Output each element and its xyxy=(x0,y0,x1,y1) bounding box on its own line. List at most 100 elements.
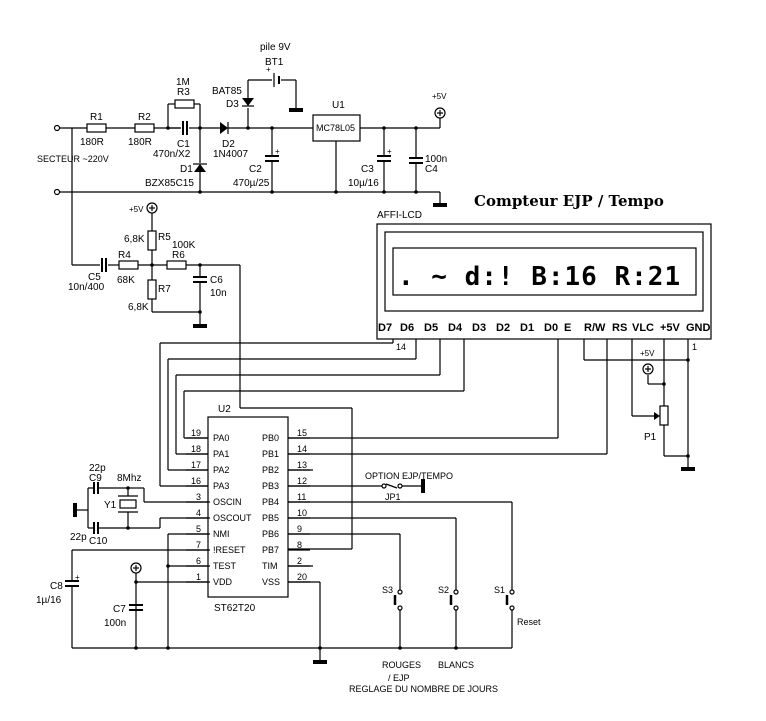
c7-ref: C7 xyxy=(113,604,126,615)
switch-s3[interactable] xyxy=(393,589,403,648)
u2-pin-name: TEST xyxy=(213,561,237,571)
power-supply-section: SECTEUR ~220V R1 180R R2 180R 1M R3 C1 4… xyxy=(37,42,447,265)
lcd-pin-label: D3 xyxy=(472,322,486,334)
c1-ref: C1 xyxy=(177,139,190,150)
c2-ref: C2 xyxy=(249,164,262,175)
d3-value: BAT85 xyxy=(212,86,242,97)
svg-text:+: + xyxy=(75,573,80,582)
u2-pin-number: 17 xyxy=(191,460,201,470)
resistor-r1 xyxy=(86,123,107,133)
r4-ref: R4 xyxy=(118,250,131,261)
r1-value: 180R xyxy=(80,137,104,148)
resistor-r6 xyxy=(166,260,187,270)
resistor-r4 xyxy=(118,260,139,270)
r3-ref: R3 xyxy=(177,87,190,98)
switches-caption: REGLAGE DU NOMBRE DE JOURS xyxy=(349,684,498,694)
u2-pin-number: 2 xyxy=(297,556,302,566)
u2-pin-name: !RESET xyxy=(213,545,246,555)
r2-ref: R2 xyxy=(138,112,151,123)
u2-pin-number: 15 xyxy=(297,428,307,438)
lcd-pin-label: D2 xyxy=(496,322,510,334)
r3-value: 1M xyxy=(176,77,190,88)
battery-ref: BT1 xyxy=(265,57,284,68)
s3-ref: S3 xyxy=(382,585,393,595)
potentiometer-p1 xyxy=(659,405,669,426)
s1-label: Reset xyxy=(517,617,541,627)
c6-value: 10n xyxy=(210,288,227,299)
oscillator-section: 8Mhz Y1 22p C9 22p C10 xyxy=(70,463,210,547)
vcc-label-lcd: +5V xyxy=(640,349,655,358)
c1-value: 470n/X2 xyxy=(153,149,191,160)
c5-value: 10n/400 xyxy=(68,282,105,293)
u2-pin-name: OSCOUT xyxy=(213,513,252,523)
u2-pin-name: PA3 xyxy=(213,481,229,491)
lcd-pin-label: GND xyxy=(686,322,711,334)
u2-pin-number: 8 xyxy=(297,540,302,550)
u2-pin-name: PB7 xyxy=(262,545,279,555)
r7-ref: R7 xyxy=(158,284,171,295)
jumper-jp1[interactable] xyxy=(381,483,387,489)
diode-d2 xyxy=(220,122,228,134)
mains-label: SECTEUR ~220V xyxy=(37,154,109,164)
p1-ref: P1 xyxy=(644,432,657,443)
s3-label-2: / EJP xyxy=(388,673,410,683)
switch-s2[interactable] xyxy=(449,589,459,648)
battery-name: pile 9V xyxy=(260,42,291,53)
svg-text:+: + xyxy=(266,65,271,74)
lcd-glass xyxy=(392,247,697,296)
c7-value: 100n xyxy=(104,618,126,629)
regulator-u1 xyxy=(312,114,361,142)
schematic-title: Compteur EJP / Tempo xyxy=(474,192,664,210)
lcd-pin-label: +5V xyxy=(660,322,681,334)
svg-text:+: + xyxy=(387,147,392,156)
c3-ref: C3 xyxy=(361,164,374,175)
d1-value: BZX85C15 xyxy=(145,178,194,189)
u2-pin-number: 5 xyxy=(196,524,201,534)
c5-ref: C5 xyxy=(88,272,101,283)
lcd-pin-label: E xyxy=(564,322,571,334)
u2-pin-number: 4 xyxy=(196,508,201,518)
u2-pin-number: 7 xyxy=(196,540,201,550)
s2-ref: S2 xyxy=(438,585,449,595)
r7-value: 6,8K xyxy=(128,302,149,313)
u2-pin-number: 9 xyxy=(297,524,302,534)
lcd-pin-label: R/W xyxy=(584,322,606,334)
u2-pin-name: PA1 xyxy=(213,449,229,459)
u2-pin-name: PA2 xyxy=(213,465,229,475)
u2-pin-name: PB0 xyxy=(262,433,279,443)
r5-value: 6,8K xyxy=(124,234,145,245)
r6-value: 100K xyxy=(172,240,196,251)
u2-pin-number: 6 xyxy=(196,556,201,566)
lcd-pin-label: RS xyxy=(612,322,627,334)
u2-pin-number: 19 xyxy=(191,428,201,438)
s1-ref: S1 xyxy=(494,585,505,595)
c2-value: 470µ/25 xyxy=(233,178,270,189)
mains-terminal-bottom xyxy=(53,188,61,196)
u2-pin-name: PA0 xyxy=(213,433,229,443)
jp1-ref: JP1 xyxy=(385,492,401,502)
c9-value: 22p xyxy=(89,463,106,474)
u2-pin-number: 12 xyxy=(297,476,307,486)
u2-pin-name: PB6 xyxy=(262,529,279,539)
r1-ref: R1 xyxy=(90,112,103,123)
u2-pin-name: OSCIN xyxy=(213,497,242,507)
u2-pin-name: PB4 xyxy=(262,497,279,507)
diode-d3 xyxy=(242,98,254,106)
s2-label: BLANCS xyxy=(438,660,474,670)
u2-pin-number: 20 xyxy=(297,572,307,582)
sense-network-section: C5 10n/400 R4 68K R6 100K +5V R5 6,8K R7… xyxy=(68,202,353,550)
c8-ref: C8 xyxy=(50,581,63,592)
c3-value: 10µ/16 xyxy=(348,178,379,189)
lcd-pin-label: D4 xyxy=(448,322,463,334)
c4-value: 100n xyxy=(425,154,447,165)
u2-pin-name: TIM xyxy=(262,561,278,571)
u2-body xyxy=(207,416,289,598)
svg-text:+: + xyxy=(275,147,280,156)
vcc-label-top: +5V xyxy=(432,92,447,101)
u2-part: ST62T20 xyxy=(214,603,256,614)
reset-section: + C8 1µ/16 C7 100n xyxy=(36,533,512,664)
jp1-label: OPTION EJP/TEMPO xyxy=(365,471,453,481)
switch-s1[interactable] xyxy=(505,589,515,648)
